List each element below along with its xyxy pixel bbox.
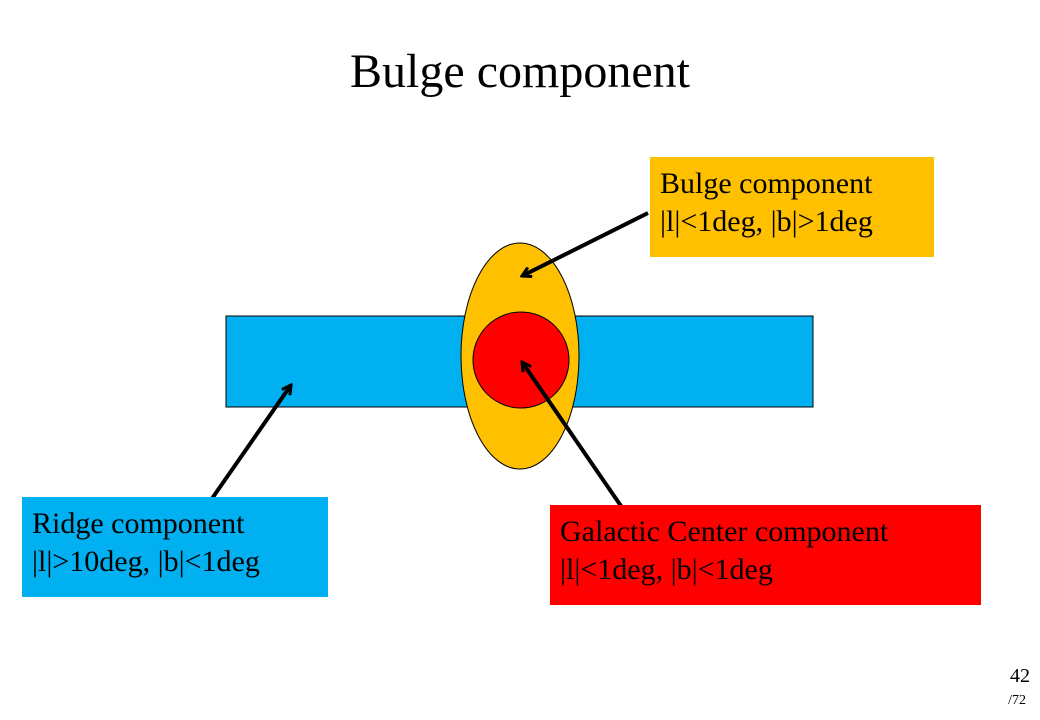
- galactic-center-component-label: Galactic Center component |l|<1deg, |b|<…: [550, 505, 981, 605]
- bulge-component-label: Bulge component |l|<1deg, |b|>1deg: [650, 157, 934, 257]
- ridge-component-name: Ridge component: [32, 507, 245, 540]
- bulge-arrow: [522, 211, 649, 276]
- ridge-component-condition: |l|>10deg, |b|<1deg: [32, 545, 260, 578]
- bulge-component-condition: |l|<1deg, |b|>1deg: [660, 205, 873, 238]
- galactic-center-component-name: Galactic Center component: [560, 515, 889, 548]
- bulge-component-name: Bulge component: [660, 167, 873, 200]
- galactic-center-arrow: [522, 362, 623, 508]
- galactic-center-circle-shape: [472, 311, 570, 409]
- ridge-component-label: Ridge component |l|>10deg, |b|<1deg: [22, 497, 328, 597]
- slide-title: Bulge component: [350, 45, 690, 98]
- page-total: /72: [1008, 693, 1026, 708]
- galactic-center-component-condition: |l|<1deg, |b|<1deg: [560, 553, 773, 586]
- page-number: 42: [1010, 665, 1030, 687]
- ridge-arrow: [202, 385, 291, 512]
